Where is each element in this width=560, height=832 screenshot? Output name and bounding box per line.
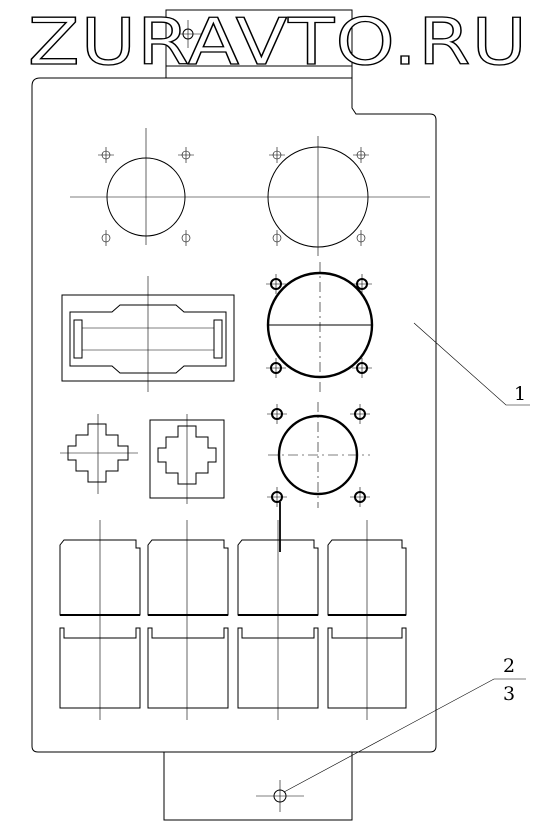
terminal-blocks-upper — [59, 520, 407, 720]
cross-socket-right — [149, 414, 225, 504]
leader-line-1 — [413, 322, 530, 406]
terminal-blocks-lower — [59, 627, 407, 709]
panel-outline — [31, 66, 437, 821]
callout-2: 2 — [503, 655, 515, 677]
rectangular-connector — [61, 276, 235, 392]
round-connector-right — [267, 136, 369, 256]
callout-1: 1 — [514, 383, 526, 405]
bottom-mount-hole — [256, 780, 304, 812]
leader-line-2-3 — [283, 678, 526, 793]
circular-connector-large — [266, 262, 374, 392]
callout-3: 3 — [503, 683, 515, 705]
cross-socket-left — [60, 414, 138, 494]
watermark-text: ZURAVTO.RU — [28, 6, 528, 80]
round-connector-left — [70, 128, 430, 246]
circular-connector-medium — [267, 402, 370, 552]
